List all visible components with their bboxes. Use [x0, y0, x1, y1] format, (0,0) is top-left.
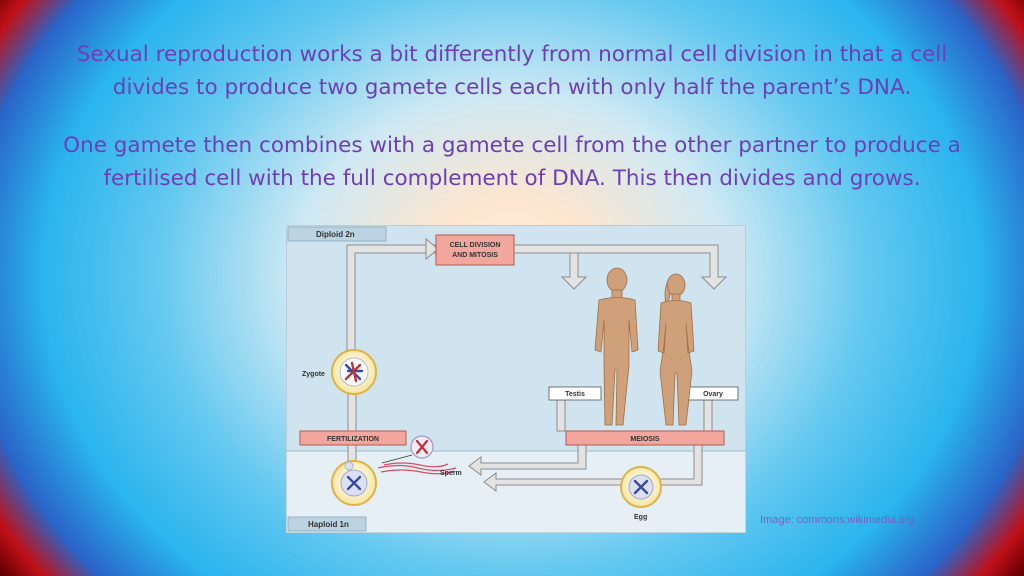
explanation-paragraph: One gamete then combines with a gamete c… — [63, 133, 961, 191]
egg-label: Egg — [634, 514, 647, 521]
testis-label: Testis — [565, 391, 585, 398]
fertilization-box — [299, 430, 407, 446]
testis-box — [548, 386, 602, 401]
haploid-label: Haploid 1n — [308, 520, 349, 529]
cell-division-box — [435, 234, 515, 266]
intro-paragraph: Sexual reproduction works a bit differen… — [76, 42, 948, 100]
cell-division-label-2: AND MITOSIS — [452, 252, 498, 259]
fertilization-label: FERTILIZATION — [327, 436, 379, 443]
zygote-label: Zygote — [302, 371, 325, 378]
sperm-cells — [377, 462, 457, 475]
male-figure — [594, 267, 639, 426]
meiosis-box — [565, 430, 725, 446]
sexual-life-cycle-diagram: Diploid 2n Haploid 1n CELL DIVISION AND … — [286, 225, 746, 533]
meiosis-label: MEIOSIS — [630, 436, 660, 443]
cell-division-label-1: CELL DIVISION — [450, 242, 501, 249]
female-figure — [657, 273, 695, 426]
sperm-label: Sperm — [440, 470, 462, 477]
zygote-chromosomes — [344, 361, 364, 383]
ovary-label: Ovary — [703, 391, 723, 398]
image-credit: Image: commons.wikimedia.org — [760, 514, 915, 526]
diploid-label: Diploid 2n — [316, 230, 355, 239]
